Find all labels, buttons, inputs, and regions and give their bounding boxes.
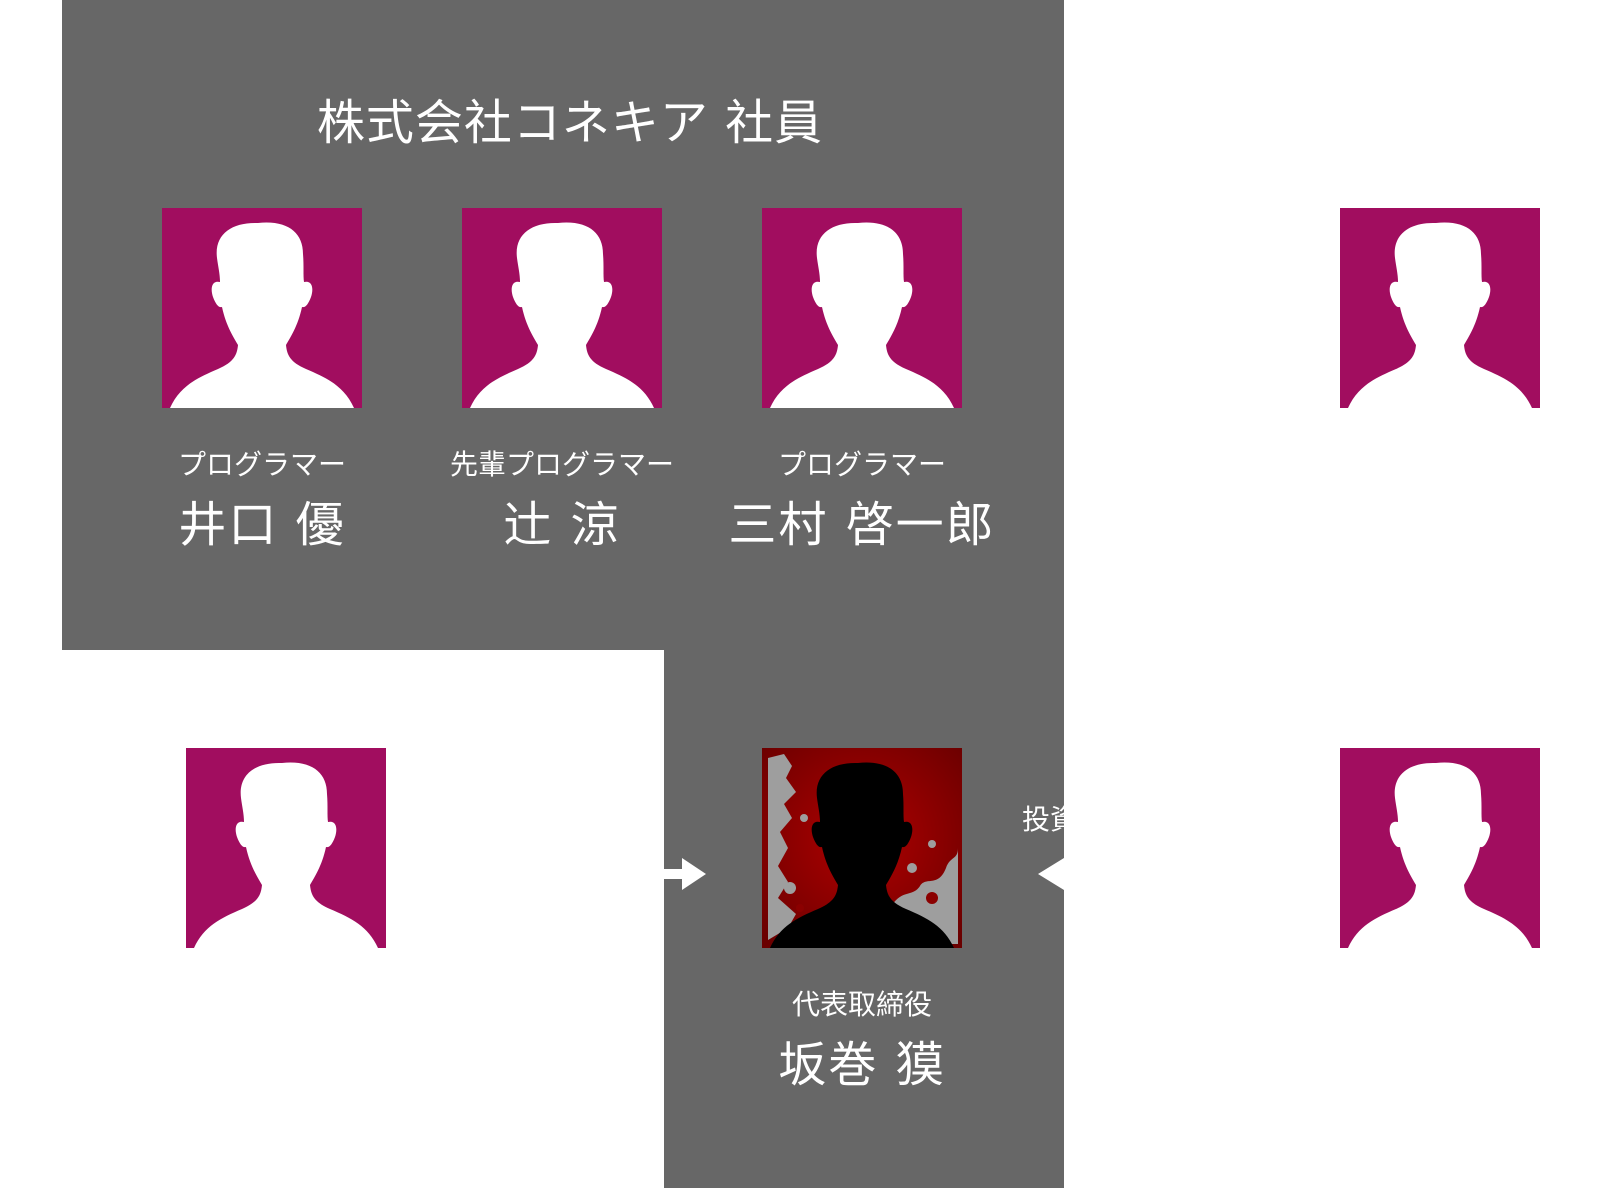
person-silhouette-icon <box>162 208 362 408</box>
employee-3-role: プログラマー <box>777 448 946 481</box>
external-person-left-avatar <box>186 748 386 948</box>
arrow-left-icon <box>1038 858 1064 890</box>
president-name: 坂巻 獏 <box>778 1037 946 1093</box>
employee-2-avatar <box>462 208 662 408</box>
employee-1-name: 井口 優 <box>178 497 346 553</box>
employee-1-role: プログラマー <box>177 448 346 481</box>
president-avatar <box>762 748 962 948</box>
employee-3-name: 三村 啓一郎 <box>728 497 996 553</box>
person-silhouette-icon <box>762 208 962 408</box>
person-silhouette-icon <box>462 208 662 408</box>
person-silhouette-icon <box>1340 208 1540 408</box>
employee-2-name: 辻 涼 <box>503 497 621 553</box>
person-silhouette-icon <box>1340 748 1540 948</box>
investment-edge-label: 投資 <box>1022 803 1064 836</box>
external-person-right-avatar <box>1340 748 1540 948</box>
external-person-top-avatar <box>1340 208 1540 408</box>
president-role: 代表取締役 <box>791 988 932 1021</box>
employee-1-avatar <box>162 208 362 408</box>
edge-label-clip: 投資 <box>1022 800 1064 840</box>
employee-2-role: 先輩プログラマー <box>449 448 674 481</box>
employee-3-avatar <box>762 208 962 408</box>
person-silhouette-blood-icon <box>762 748 962 948</box>
arrow-right-icon <box>664 858 706 890</box>
company-title: 株式会社コネキア 社員 <box>316 95 824 151</box>
person-silhouette-icon <box>186 748 386 948</box>
